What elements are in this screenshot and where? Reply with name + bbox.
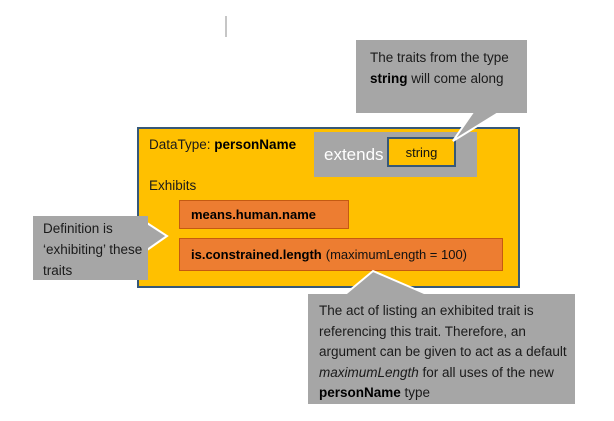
datatype-label: DataType: xyxy=(149,137,215,152)
callout-string-traits-text-after: will come along xyxy=(407,70,504,86)
callout-string-traits-text: The traits from the type xyxy=(370,50,509,65)
callout-referencing-after: type xyxy=(400,385,431,400)
datatype-box: DataType: personName extends string Exhi… xyxy=(137,127,520,288)
extends-label: extends xyxy=(324,144,384,164)
callout-string-bold: string xyxy=(370,70,408,86)
stray-cursor-mark xyxy=(225,16,227,37)
callout-referencing-italic: maximumLength xyxy=(319,364,419,380)
callout-referencing-text: The act of listing an exhibited trait is… xyxy=(319,303,567,359)
trait-means-human-name: means.human.name xyxy=(179,200,349,229)
datatype-title: DataType: personName xyxy=(149,135,296,155)
callout-string-traits: The traits from the type string will com… xyxy=(356,40,527,113)
base-type-label: string xyxy=(405,144,438,160)
callout-exhibiting: Definition is ‘exhibiting’ these traits xyxy=(33,216,148,280)
callout-referencing-bold: personName xyxy=(319,385,401,400)
callout-referencing-middle: for all uses of the new xyxy=(418,364,554,380)
trait-name: means.human.name xyxy=(191,207,316,222)
trait-name: is.constrained.length xyxy=(191,247,322,262)
callout-referencing: The act of listing an exhibited trait is… xyxy=(308,294,575,404)
callout-referencing-tail xyxy=(342,269,432,297)
exhibits-label: Exhibits xyxy=(149,178,197,193)
base-type-box: string xyxy=(387,137,456,167)
callout-string-traits-tail xyxy=(452,111,501,142)
trait-args: (maximumLength = 100) xyxy=(325,247,468,262)
datatype-name: personName xyxy=(214,137,297,152)
callout-exhibiting-tail xyxy=(146,222,169,251)
extends-box: extends string xyxy=(314,132,477,177)
trait-is-constrained-length: is.constrained.length(maximumLength = 10… xyxy=(179,238,503,271)
callout-exhibiting-text: Definition is ‘exhibiting’ these traits xyxy=(43,221,143,278)
